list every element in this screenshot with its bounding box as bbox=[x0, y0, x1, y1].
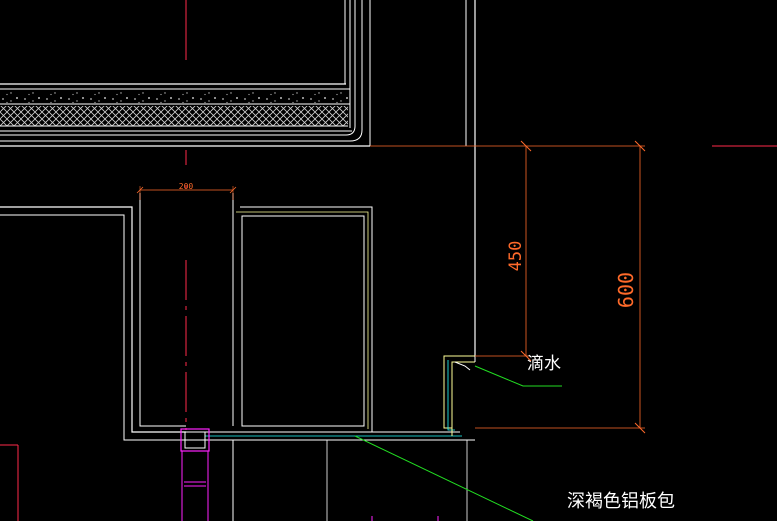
dimension-200-label: 200 bbox=[179, 182, 194, 191]
cladding-note: 深褐色铝板包 bbox=[567, 491, 675, 512]
drip-edge-profile bbox=[443, 355, 476, 436]
dimension-450-label: 450 bbox=[506, 241, 526, 272]
gravel-layer bbox=[0, 92, 350, 104]
dimension-200: 200 bbox=[136, 182, 237, 200]
window-frames bbox=[0, 193, 475, 441]
drip-note: 滴水 bbox=[527, 354, 561, 374]
leader-lines bbox=[354, 365, 562, 521]
lower-structure bbox=[0, 428, 468, 521]
upper-wall bbox=[0, 0, 476, 356]
dimension-600: 600 bbox=[475, 140, 646, 434]
column-box bbox=[180, 428, 210, 452]
center-lines bbox=[185, 0, 777, 430]
upper-slab-assembly bbox=[0, 83, 370, 147]
insulation-hatch bbox=[0, 106, 348, 126]
dimension-600-label: 600 bbox=[614, 272, 638, 308]
dimension-450: 450 bbox=[370, 140, 645, 362]
